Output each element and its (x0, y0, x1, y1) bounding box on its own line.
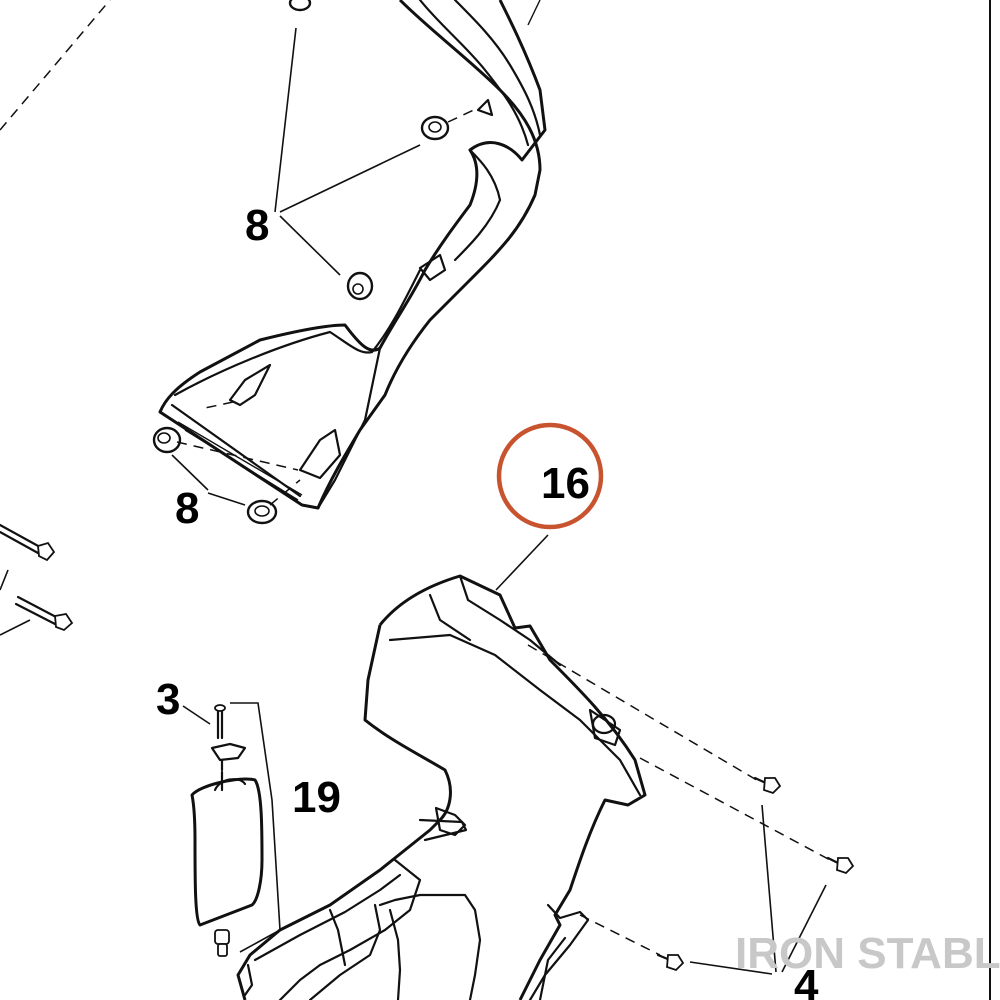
push-rivet (214, 929, 230, 957)
dash-lines-bolts (527, 644, 831, 956)
left-leader-b (0, 619, 31, 636)
dash-line-clip (204, 401, 234, 409)
dash-line-lower-left (176, 441, 299, 471)
grommet-part-8 (152, 0, 450, 525)
watermark-text: IRON STABLE (735, 929, 1000, 978)
bolt-left-lower (14, 595, 74, 632)
clip-nut (210, 742, 247, 772)
access-cover-part-19 (190, 770, 264, 927)
dash-line-lower-bottom (269, 479, 301, 506)
bolt-part-4-b (826, 856, 855, 875)
callout-8-lower: 8 (175, 484, 199, 533)
bolt-part-4-a (753, 776, 782, 795)
callout-3: 3 (156, 675, 180, 724)
bolt-left-upper (0, 523, 56, 562)
leader-lines-8 (171, 27, 421, 506)
bracket-leader-19 (230, 702, 281, 953)
highlight-circle-16 (496, 422, 604, 530)
grommet-bottom (246, 499, 278, 525)
grommet-lower-left (152, 426, 182, 454)
leader-line-3 (182, 705, 211, 725)
grommet-top (288, 0, 312, 12)
callout-8-upper: 8 (245, 201, 269, 250)
grommet-upper-right (420, 115, 450, 141)
callout-19: 19 (292, 773, 341, 822)
callout-16: 16 (541, 459, 590, 508)
callout-4: 4 (794, 961, 819, 1000)
left-leader-a (0, 569, 9, 591)
leader-line-16 (495, 534, 549, 591)
grommet-middle (346, 271, 374, 301)
screw-part-3 (214, 704, 226, 740)
leader-lines-4 (689, 804, 827, 975)
bolt-part-4-c (656, 953, 685, 972)
upper-inner-panel (158, 0, 547, 510)
dash-line-upper-left (0, 0, 111, 131)
lower-fairing-panel (236, 574, 647, 1000)
dash-line-upper-right (447, 107, 479, 123)
